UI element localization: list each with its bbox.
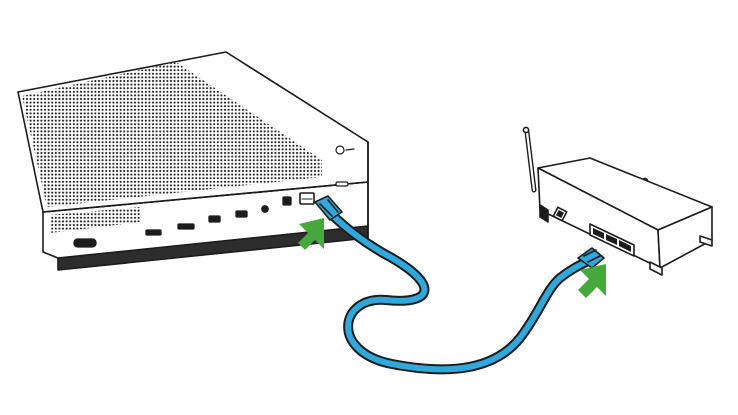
arrow-up-right-icon — [578, 264, 606, 298]
ethernet-plug-icon — [314, 195, 343, 221]
hdmi-port-icon — [177, 223, 195, 230]
ethernet-plug-icon — [577, 247, 605, 269]
hdmi-port-icon — [145, 229, 162, 236]
usb-port-icon — [73, 238, 97, 248]
ethernet-cable-icon — [314, 195, 605, 375]
wireless-router-icon — [522, 126, 713, 276]
console-ports — [73, 192, 315, 248]
router-foot — [649, 261, 663, 276]
console-logo-icon — [335, 145, 355, 155]
console-front-vents — [50, 207, 140, 233]
ir-port-icon — [261, 205, 269, 213]
usb-port-icon — [235, 210, 248, 218]
game-console-icon — [17, 51, 369, 271]
router-foot — [699, 235, 713, 247]
usb-port-icon — [208, 215, 221, 223]
router-ports — [589, 223, 635, 257]
router-antenna-icon — [522, 126, 537, 193]
arrow-up-right-icon — [298, 218, 324, 250]
router-foot — [539, 204, 549, 223]
optical-port-icon — [282, 196, 292, 206]
console-top-vents — [22, 62, 322, 207]
console-power-button — [335, 181, 349, 187]
